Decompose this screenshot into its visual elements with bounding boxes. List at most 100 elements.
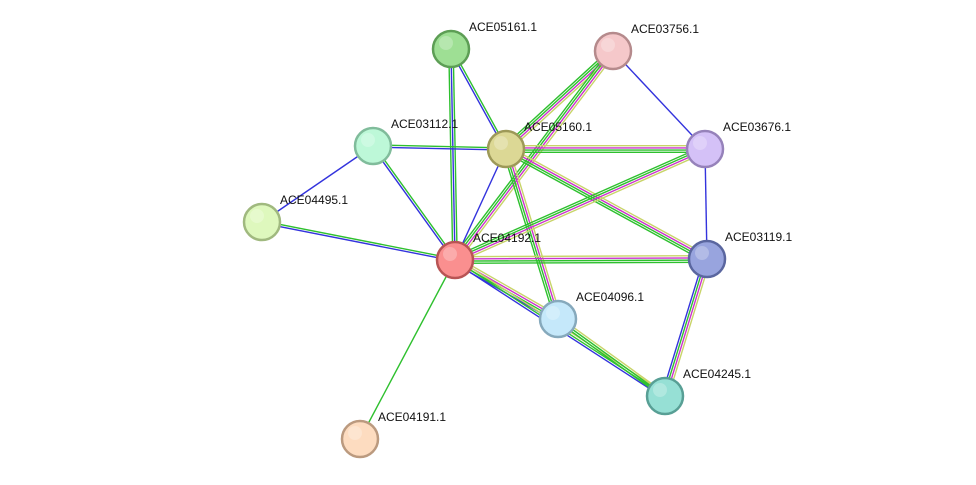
edge-ace03112-1-ace04192-1[interactable] <box>371 144 457 262</box>
edge-evidence-line <box>454 148 507 261</box>
node-label: ACE04245.1 <box>683 367 751 381</box>
node-label: ACE04096.1 <box>576 290 644 304</box>
edge-evidence-line <box>505 149 707 261</box>
node-circle[interactable] <box>538 299 578 339</box>
node-circle[interactable] <box>486 129 526 169</box>
edge-evidence-line <box>371 146 455 262</box>
node-ace05160-1[interactable]: ACE05160.1 <box>486 120 592 169</box>
edge-evidence-line <box>508 147 562 319</box>
node-highlight <box>494 136 508 150</box>
node-label: ACE04191.1 <box>378 410 446 424</box>
edge-ace03676-1-ace04192-1[interactable] <box>453 145 707 264</box>
node-label: ACE03756.1 <box>631 22 699 36</box>
edge-evidence-line <box>262 220 456 260</box>
node-highlight <box>250 209 264 223</box>
edge-evidence-line <box>667 259 711 398</box>
node-circle[interactable] <box>431 29 471 69</box>
edge-ace03119-1-ace04245-1[interactable] <box>661 257 711 398</box>
edge-ace04495-1-ace04192-1[interactable] <box>261 220 456 262</box>
edge-evidence-line <box>556 320 665 399</box>
node-circle[interactable] <box>645 376 685 416</box>
node-circle[interactable] <box>593 31 633 71</box>
edge-evidence-line <box>454 257 707 260</box>
edge-ace05160-1-ace03676-1[interactable] <box>506 144 705 154</box>
edge-evidence-line <box>455 261 708 264</box>
edge-ace03112-1-ace04495-1[interactable] <box>261 145 374 223</box>
node-highlight <box>693 136 707 150</box>
node-ace04495-1[interactable]: ACE04495.1 <box>242 193 348 242</box>
edge-evidence-line <box>373 144 507 149</box>
edge-ace04096-1-ace04245-1[interactable] <box>556 316 667 399</box>
node-highlight <box>439 36 453 50</box>
edge-evidence-line <box>455 259 708 262</box>
node-highlight <box>361 133 375 147</box>
edge-ace04192-1-ace03119-1[interactable] <box>454 255 708 264</box>
edge-ace04192-1-ace04191-1[interactable] <box>359 259 456 440</box>
edge-ace05160-1-ace03119-1[interactable] <box>504 145 709 263</box>
node-highlight <box>601 38 615 52</box>
edge-evidence-line <box>665 259 709 397</box>
node-highlight <box>695 246 709 260</box>
edge-ace03756-1-ace03676-1[interactable] <box>612 50 706 150</box>
node-circle[interactable] <box>353 126 393 166</box>
node-label: ACE04192.1 <box>473 231 541 245</box>
node-circle[interactable] <box>687 239 727 279</box>
node-ace04191-1[interactable]: ACE04191.1 <box>340 410 446 459</box>
edge-evidence-line <box>453 145 704 258</box>
edge-evidence-line <box>454 255 707 258</box>
edge-ace03756-1-ace04192-1[interactable] <box>451 48 617 263</box>
edge-evidence-line <box>373 144 457 260</box>
edge-evidence-line <box>502 149 556 321</box>
edge-evidence-line <box>456 151 707 264</box>
edge-evidence-line <box>448 49 454 261</box>
edge-evidence-line <box>451 48 611 259</box>
edge-ace03112-1-ace05160-1[interactable] <box>372 144 507 151</box>
node-ace03756-1[interactable]: ACE03756.1 <box>593 22 699 71</box>
node-ace04096-1[interactable]: ACE04096.1 <box>538 290 644 339</box>
edge-ace05160-1-ace04096-1[interactable] <box>502 147 562 321</box>
node-ace04245-1[interactable]: ACE04245.1 <box>645 367 751 416</box>
edge-evidence-line <box>557 318 666 397</box>
edge-evidence-line <box>663 258 707 396</box>
edge-evidence-line <box>457 52 617 263</box>
edge-evidence-line <box>455 51 615 262</box>
node-ace03119-1[interactable]: ACE03119.1 <box>687 230 792 279</box>
edge-evidence-line <box>506 148 560 319</box>
edge-evidence-line <box>504 151 706 263</box>
node-label: ACE03112.1 <box>391 117 458 131</box>
edge-evidence-line <box>450 48 456 261</box>
edge-evidence-line <box>504 149 558 320</box>
node-highlight <box>546 306 560 320</box>
edge-evidence-line <box>612 50 706 150</box>
node-ace03112-1[interactable]: ACE03112.1 <box>353 117 458 166</box>
edge-evidence-line <box>455 149 706 262</box>
node-highlight <box>348 426 362 440</box>
edge-evidence-line <box>454 147 705 260</box>
edge-evidence-line <box>503 48 612 148</box>
node-ace03676-1[interactable]: ACE03676.1 <box>685 120 791 169</box>
node-label: ACE03676.1 <box>723 120 791 134</box>
edge-evidence-line <box>452 48 458 260</box>
node-label: ACE05161.1 <box>469 20 537 34</box>
edge-evidence-line <box>558 316 667 395</box>
edge-evidence-line <box>506 147 708 259</box>
node-label: ACE05160.1 <box>524 120 592 134</box>
node-ace04192-1[interactable]: ACE04192.1 <box>435 231 541 280</box>
node-circle[interactable] <box>685 129 725 169</box>
node-circle[interactable] <box>435 240 475 280</box>
node-highlight <box>653 383 667 397</box>
edge-ace05161-1-ace04192-1[interactable] <box>448 48 458 261</box>
edge-evidence-line <box>261 145 374 223</box>
node-circle[interactable] <box>340 419 380 459</box>
node-circle[interactable] <box>242 202 282 242</box>
node-label: ACE03119.1 <box>725 230 792 244</box>
edge-evidence-line <box>507 145 709 257</box>
edge-ace05160-1-ace04192-1[interactable] <box>454 148 507 261</box>
node-ace05161-1[interactable]: ACE05161.1 <box>431 20 537 69</box>
edge-evidence-line <box>359 259 456 440</box>
edge-evidence-line <box>504 49 613 149</box>
node-highlight <box>443 247 457 261</box>
edge-evidence-line <box>372 146 506 151</box>
